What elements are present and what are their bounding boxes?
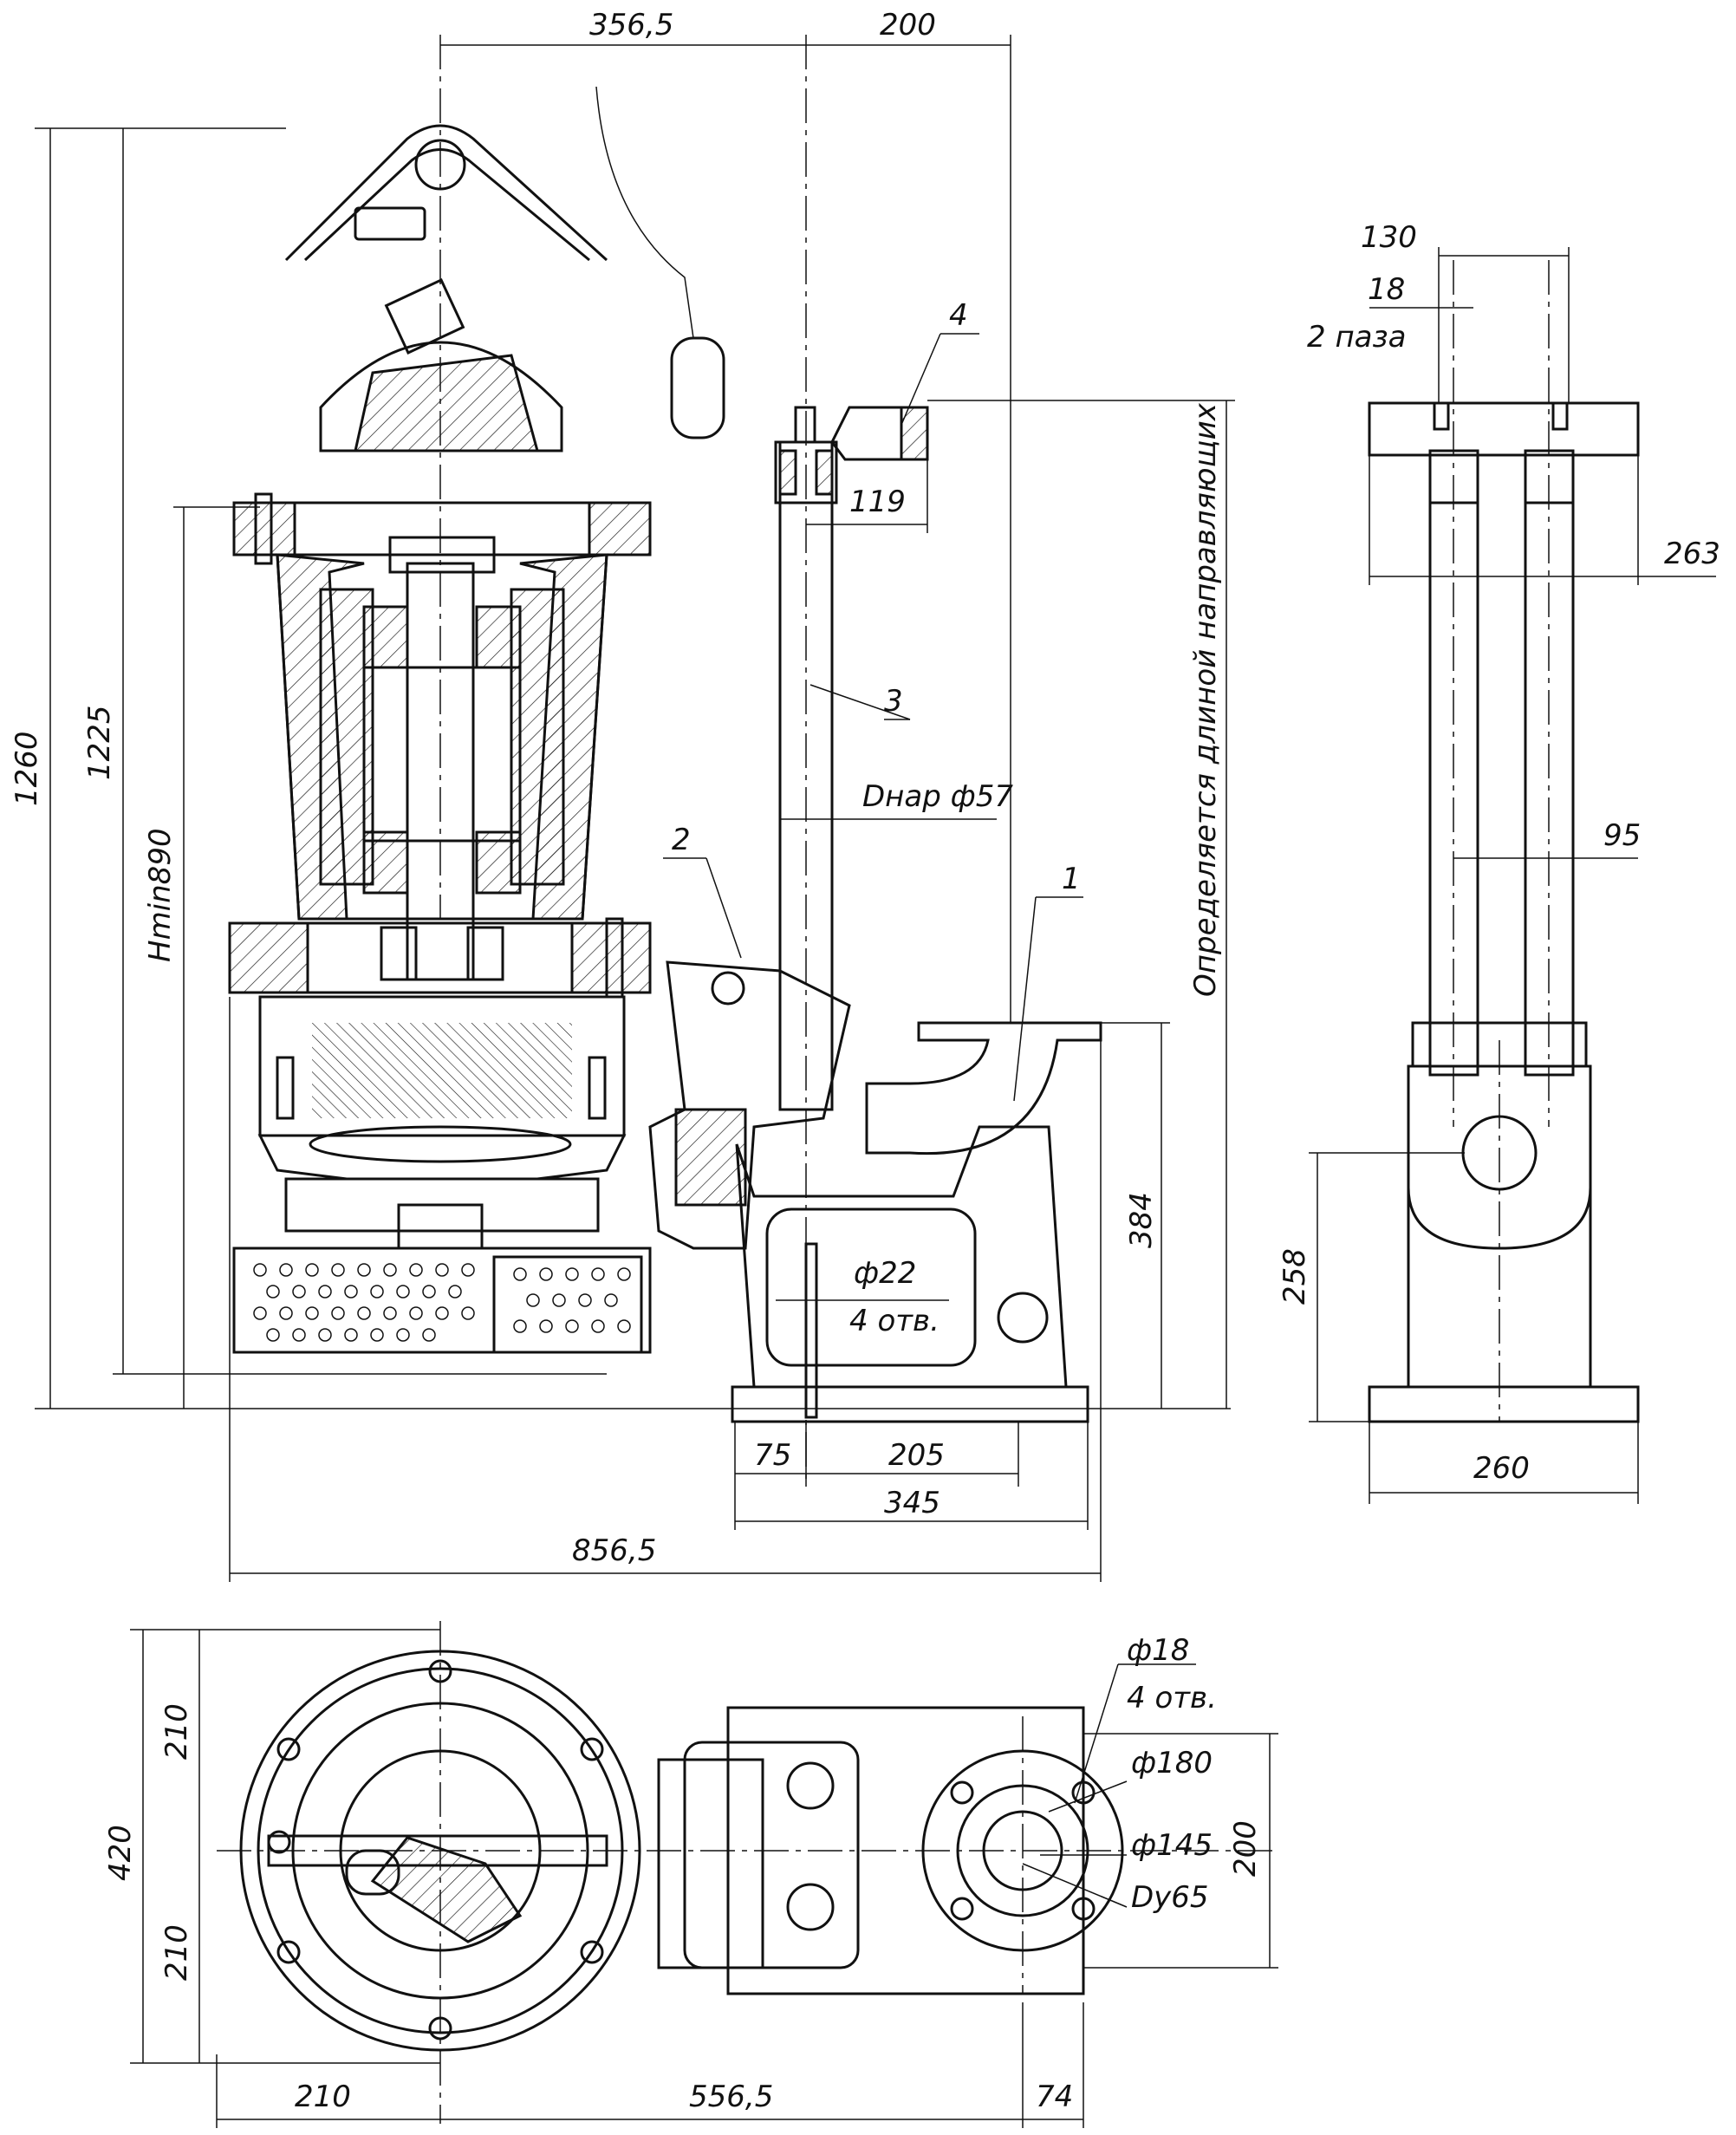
dim-d180: ф180 (1131, 1746, 1213, 1780)
dim-356-5: 356,5 (589, 8, 673, 42)
dim-1260: 1260 (10, 731, 44, 806)
callout-3: 3 (884, 684, 903, 719)
dim-dnar: Dнар ф57 (862, 779, 1013, 814)
front-view (228, 35, 851, 1354)
dim-258: 258 (1278, 1248, 1312, 1305)
guide-length-note: Определяется длиной направляющих (1188, 402, 1223, 997)
plan-bolts (267, 1659, 604, 2041)
dim-260: 260 (1473, 1451, 1530, 1486)
dim-384: 384 (1124, 1192, 1159, 1248)
callout-1: 1 (1062, 862, 1081, 896)
dim-200-top: 200 (880, 8, 936, 42)
dim-345: 345 (884, 1486, 940, 1520)
dim-205: 205 (888, 1438, 945, 1473)
dim-d18-count: 4 отв. (1127, 1681, 1217, 1715)
dim-95: 95 (1603, 818, 1641, 853)
dim-556-5: 556,5 (689, 2080, 773, 2114)
dim-d18: ф18 (1127, 1633, 1189, 1668)
plan-dimensions: 420 210 210 210 556,5 74 200 ф18 4 отв. … (103, 1629, 1278, 2128)
dim-hmin: Hmin890 (143, 828, 178, 962)
dim-130: 130 (1361, 220, 1417, 255)
dim-210-w: 210 (295, 2080, 351, 2114)
dim-74: 74 (1036, 2080, 1073, 2114)
dim-hole-d22: ф22 (854, 1256, 916, 1291)
dim-dy65: Dy65 (1131, 1880, 1209, 1915)
side-view: 130 18 2 паза 263 95 258 260 (1278, 220, 1720, 1504)
strainer-holes (253, 1263, 631, 1342)
dim-210-top: 210 (159, 1703, 194, 1760)
dim-119: 119 (849, 485, 906, 519)
front-dimensions: 356,5 200 1260 1225 Hmin890 119 Dнар ф57… (10, 8, 1235, 1582)
dim-263: 263 (1664, 537, 1720, 571)
dim-d145: ф145 (1131, 1828, 1213, 1863)
base-assembly-front (731, 35, 1102, 1482)
callout-4: 4 (949, 298, 968, 333)
dim-hole-count: 4 отв. (849, 1304, 940, 1338)
slots-label: 2 паза (1307, 320, 1406, 355)
plan-view (217, 1621, 1274, 2124)
dim-420: 420 (103, 1825, 138, 1881)
dim-200-flange: 200 (1228, 1820, 1263, 1877)
dim-75: 75 (754, 1438, 791, 1473)
dim-1225: 1225 (82, 705, 117, 780)
dim-856-5: 856,5 (572, 1533, 656, 1568)
dim-18: 18 (1368, 272, 1405, 307)
dim-210-bottom: 210 (159, 1924, 194, 1981)
callout-2: 2 (672, 823, 691, 857)
callouts: 3 2 1 4 (663, 298, 1083, 1102)
